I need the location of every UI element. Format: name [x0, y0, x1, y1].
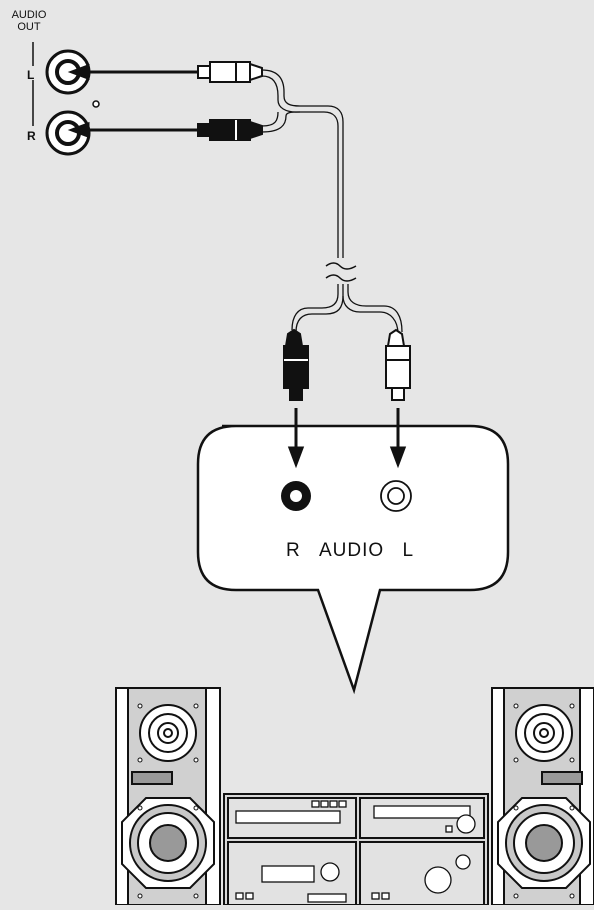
source-arrows: [67, 63, 198, 139]
audio-out-label: AUDIO OUT: [6, 9, 52, 33]
audio-out-title-line1: AUDIO: [11, 9, 47, 21]
top-black-plug: [197, 119, 263, 141]
receiver-left-jack: [380, 480, 412, 512]
bottom-black-plug: [283, 328, 309, 401]
receiver-arrows: [287, 408, 407, 469]
receiver-left-label: L: [402, 540, 415, 561]
source-left-channel-label: L: [27, 68, 35, 82]
indicator-dot: [92, 100, 100, 108]
receiver-right-jack: [281, 481, 311, 511]
bottom-white-plug: [385, 328, 411, 401]
receiver-jack-caption: R AUDIO L: [200, 540, 500, 562]
cable-break-mark: [325, 262, 357, 282]
audio-cable: [261, 69, 403, 335]
top-white-plug: [197, 61, 263, 83]
receiver-audio-label: AUDIO: [318, 540, 385, 561]
stereo-system: [223, 793, 489, 906]
receiver-right-label: R: [285, 540, 301, 561]
audio-out-title-line2: OUT: [17, 21, 41, 33]
right-speaker: [491, 687, 594, 906]
left-speaker: [115, 687, 221, 906]
callout-bubble: [196, 424, 510, 695]
source-right-channel-label: R: [27, 129, 36, 143]
